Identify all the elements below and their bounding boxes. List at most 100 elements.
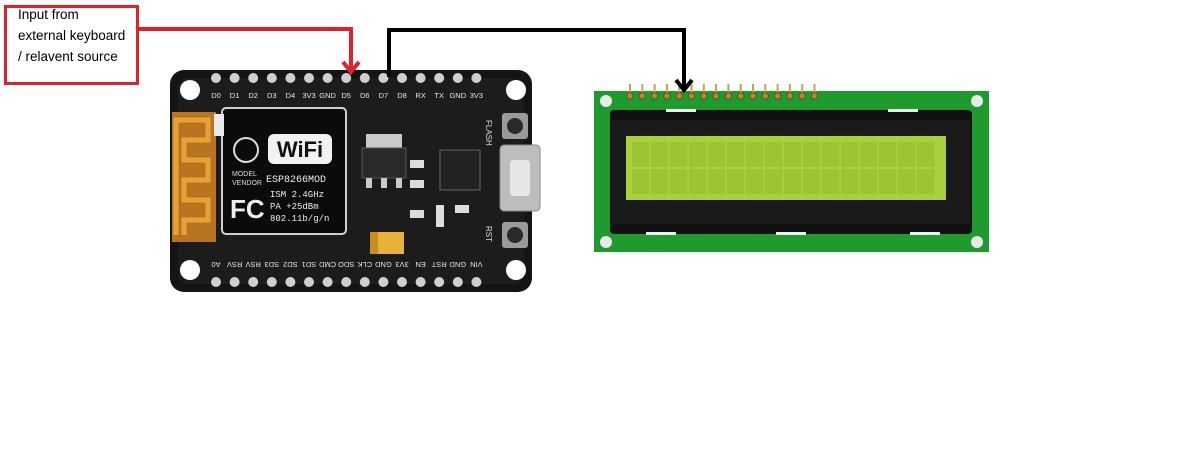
esp-pin-top (267, 73, 277, 83)
esp-pin-label-top: 3V3 (470, 91, 483, 100)
lcd-pin-pad (627, 93, 633, 99)
esp-pin-bottom (434, 277, 444, 287)
esp-pin-bottom (230, 277, 240, 287)
lcd-character-cell (803, 169, 820, 194)
esp-pin-top (378, 73, 388, 83)
esp-pin-bottom (304, 277, 314, 287)
esp-pin-label-top: TX (434, 91, 444, 100)
lcd-character-cell (841, 142, 858, 167)
esp-pin-label-top: GND (449, 91, 466, 100)
esp-pin-bottom (360, 277, 370, 287)
lcd-character-cell (917, 169, 934, 194)
lcd-pin-pad (750, 93, 756, 99)
esp-pin-bottom (267, 277, 277, 287)
esp-pin-label-bottom: SD3 (265, 260, 280, 269)
lcd-pin-pad (701, 93, 707, 99)
esp-pin-bottom (397, 277, 407, 287)
lcd-character-cell (784, 169, 801, 194)
esp-pin-top (230, 73, 240, 83)
lcd-character-cell (765, 142, 782, 167)
esp-pin-bottom (248, 277, 258, 287)
lcd-module (594, 84, 989, 252)
lcd-pin-pad (725, 93, 731, 99)
lcd-character-cell (784, 142, 801, 167)
lcd-character-cell (860, 169, 877, 194)
esp-pin-bottom (211, 277, 221, 287)
vendor-label: VENDOR (232, 180, 262, 187)
lcd-character-cell (708, 142, 725, 167)
lcd-character-cell (670, 169, 687, 194)
lcd-character-cell (670, 142, 687, 167)
lcd-pin-pad (787, 93, 793, 99)
chip-line-1: ESP8266MOD (266, 175, 326, 186)
esp-pin-top (248, 73, 258, 83)
lcd-character-cell (727, 142, 744, 167)
esp-pin-top (304, 73, 314, 83)
model-label: MODEL (232, 171, 257, 178)
lcd-character-cell (879, 142, 896, 167)
esp-pin-label-top: D7 (379, 91, 389, 100)
usb-serial-chip (440, 150, 480, 190)
led (214, 114, 224, 136)
esp-pin-label-bottom: GND (449, 260, 466, 269)
lcd-pin-pad (664, 93, 670, 99)
lcd-character-cell (632, 169, 649, 194)
esp-pin-top (453, 73, 463, 83)
esp-pin-label-top: D4 (286, 91, 296, 100)
esp-pin-label-bottom: CMD (318, 260, 336, 269)
esp-pin-label-bottom: RSV (245, 260, 260, 269)
lcd-character-cell (689, 142, 706, 167)
esp-pin-top (360, 73, 370, 83)
esp-pin-label-bottom: 3V3 (395, 260, 408, 269)
esp-pin-top (397, 73, 407, 83)
lcd-character-cell (917, 142, 934, 167)
esp-pin-bottom (416, 277, 426, 287)
esp-pin-label-top: D3 (267, 91, 277, 100)
esp-pin-label-top: D8 (397, 91, 407, 100)
mount-hole (506, 260, 526, 280)
lcd-character-cell (860, 142, 877, 167)
lcd-pin-pad (651, 93, 657, 99)
lcd-character-cell (765, 169, 782, 194)
esp-pin-label-bottom: GND (374, 260, 391, 269)
mount-hole (600, 95, 612, 107)
lcd-character-cell (727, 169, 744, 194)
mount-hole (971, 236, 983, 248)
lcd-character-cell (632, 142, 649, 167)
esp-pin-bottom (341, 277, 351, 287)
esp-pin-bottom (471, 277, 481, 287)
lcd-character-cell (822, 169, 839, 194)
regulator-tab (366, 134, 402, 148)
esp-pin-label-top: D6 (360, 91, 370, 100)
rst-label: RST (484, 226, 493, 242)
esp-pin-top (434, 73, 444, 83)
esp-pin-top (341, 73, 351, 83)
lcd-pin-pad (738, 93, 744, 99)
fc-mark: FC (230, 194, 265, 224)
mount-hole (506, 80, 526, 100)
esp-pin-top (211, 73, 221, 83)
lcd-pin-pad (713, 93, 719, 99)
lcd-pin-pad (774, 93, 780, 99)
lcd-character-cell (841, 169, 858, 194)
lcd-character-cell (898, 169, 915, 194)
esp8266-board: WiFi MODEL VENDOR ESP8266MOD ISM 2.4GHz … (170, 70, 540, 292)
wifi-logo-text: WiFi (277, 137, 323, 162)
lcd-character-cell (746, 169, 763, 194)
lcd-character-cell (746, 142, 763, 167)
lcd-character-cell (708, 169, 725, 194)
flash-label: FLASH (484, 120, 493, 146)
esp-pin-label-bottom: SD1 (302, 260, 317, 269)
lcd-pin-pad (811, 93, 817, 99)
lcd-character-cell (689, 169, 706, 194)
lcd-character-cell (651, 169, 668, 194)
lcd-character-cell (898, 142, 915, 167)
mount-hole (971, 95, 983, 107)
input-source-label: Input from external keyboard / relavent … (18, 4, 136, 67)
esp-pin-label-top: D0 (211, 91, 221, 100)
esp-pin-label-bottom: SD2 (283, 260, 298, 269)
esp-pin-bottom (453, 277, 463, 287)
esp-pin-label-bottom: SDO (338, 260, 354, 269)
esp-pin-top (471, 73, 481, 83)
